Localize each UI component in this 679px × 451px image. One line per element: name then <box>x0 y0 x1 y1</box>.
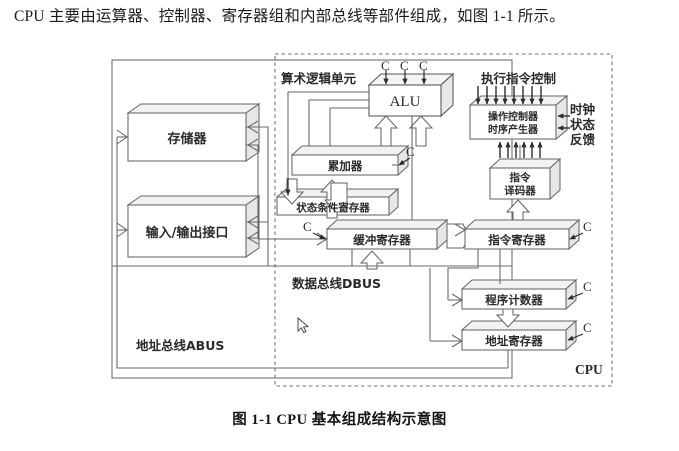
marker-c-alu-1: C <box>381 58 390 73</box>
marker-c-accumulator: C <box>406 144 415 159</box>
hollow-arrow-ir-to-decoder <box>505 199 531 221</box>
label-status-register: 状态条件寄存器 <box>296 201 370 214</box>
hollow-arrow-acc-to-alu <box>373 115 399 147</box>
marker-c-alu-3: C <box>419 58 428 73</box>
mouse-cursor <box>297 316 310 334</box>
svg-text:译码器: 译码器 <box>504 184 536 197</box>
label-instruction-decoder: 指令 译码器 <box>504 171 536 197</box>
block-io-interface <box>126 194 261 259</box>
label-data-bus: 数据总线DBUS <box>291 276 381 291</box>
label-io-interface: 输入/输出接口 <box>146 225 229 241</box>
block-buffer-register <box>325 218 449 251</box>
marker-c-buffer-register: C <box>303 219 312 234</box>
label-address-register: 地址寄存器 <box>485 334 543 348</box>
label-address-bus: 地址总线ABUS <box>136 338 224 353</box>
hollow-arrow-buffer-to-alu <box>408 115 434 147</box>
svg-text:状态: 状态 <box>570 117 596 132</box>
chevron-arrowheads <box>116 120 467 348</box>
clock-feedback-arrows <box>557 113 570 131</box>
marker-c-address-register: C <box>583 320 592 335</box>
wiring <box>112 91 521 369</box>
svg-text:操作控制器: 操作控制器 <box>488 110 539 123</box>
label-alu-group: 算术逻辑单元 <box>281 71 357 86</box>
label-alu: ALU <box>390 94 421 110</box>
marker-c-instruction-register: C <box>583 219 592 234</box>
figure-caption: 图 1-1 CPU 基本组成结构示意图 <box>232 412 447 428</box>
cpu-dashed-boundary <box>274 53 613 387</box>
label-exec-control: 执行指令控制 <box>481 71 556 86</box>
hollow-arrow-buffer-bottom <box>359 250 385 270</box>
label-clock-feedback: 时钟 状态 反馈 <box>570 102 596 147</box>
label-cpu-boundary: CPU <box>575 362 603 377</box>
block-instruction-decoder <box>488 157 562 201</box>
marker-c-program-counter: C <box>583 279 592 294</box>
svg-text:时序产生器: 时序产生器 <box>488 123 539 136</box>
label-buffer-register: 缓冲寄存器 <box>353 233 411 247</box>
label-memory: 存储器 <box>167 131 207 147</box>
block-instruction-register <box>463 218 581 251</box>
block-alu <box>367 72 455 118</box>
label-accumulator: 累加器 <box>328 159 363 173</box>
hollow-arrow-pc-to-addr <box>495 308 521 328</box>
hollow-arrow-buffer-to-acc <box>323 182 348 213</box>
decoder-to-controller-comb-arrows <box>497 141 543 158</box>
svg-text:指令: 指令 <box>510 171 531 184</box>
block-address-register <box>460 319 578 352</box>
label-program-counter: 程序计数器 <box>485 293 543 307</box>
label-operation-controller: 操作控制器 时序产生器 <box>488 110 539 136</box>
marker-c-alu-2: C <box>400 58 409 73</box>
body-text-paragraph: CPU 主要由运算器、控制器、寄存器组和内部总线等部件组成，如图 1-1 所示。 <box>14 8 565 25</box>
block-accumulator <box>290 144 410 177</box>
block-memory <box>126 102 261 163</box>
label-instruction-register: 指令寄存器 <box>488 233 546 247</box>
diagram-text-labels: 算术逻辑单元 执行指令控制 时钟 状态 反馈 数据总线DBUS 地址总线ABUS… <box>136 58 603 377</box>
execution-control-comb-arrows <box>475 86 544 105</box>
svg-text:时钟: 时钟 <box>570 102 595 117</box>
control-signal-arrows <box>285 70 584 341</box>
svg-text:反馈: 反馈 <box>570 132 596 147</box>
block-program-counter <box>460 278 578 311</box>
